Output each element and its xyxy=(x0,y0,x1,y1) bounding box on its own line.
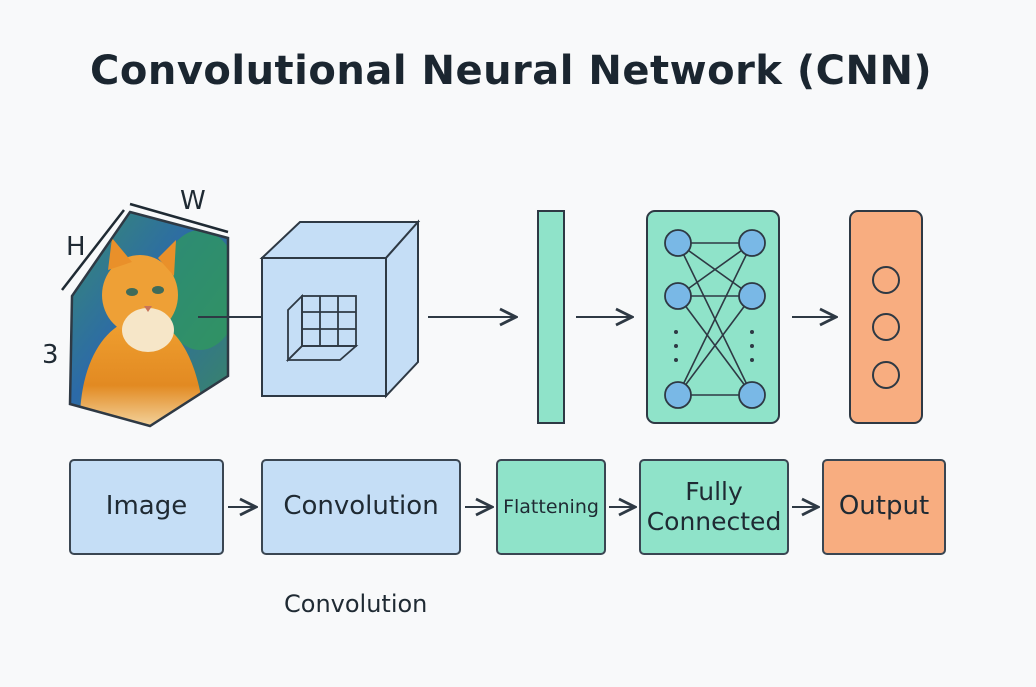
stage-convolution-box: Convolution xyxy=(261,459,461,555)
fc-ellipsis-dots xyxy=(674,330,754,362)
convolution-caption: Convolution xyxy=(284,590,428,618)
output-panel xyxy=(849,210,923,424)
conv-volume-front xyxy=(261,257,387,397)
fc-node-right-2 xyxy=(738,282,766,310)
fc-node-left-1 xyxy=(664,229,692,257)
diagram-title: Convolutional Neural Network (CNN) xyxy=(90,48,933,94)
height-label: H xyxy=(66,232,86,262)
fully-connected-panel xyxy=(646,210,780,424)
output-node-3 xyxy=(872,361,900,389)
channels-label: 3 xyxy=(42,340,59,370)
flatten-vector xyxy=(537,210,565,424)
fc-node-left-2 xyxy=(664,282,692,310)
kernel-grid xyxy=(285,293,359,363)
input-image-cat xyxy=(68,210,230,428)
height-dimension-line xyxy=(61,209,125,291)
output-node-1 xyxy=(872,266,900,294)
fc-connections xyxy=(677,242,753,396)
stage-image-box: Image xyxy=(69,459,224,555)
stage-fully-connected-box: Fully Connected xyxy=(639,459,789,555)
fc-node-right-1 xyxy=(738,229,766,257)
output-node-2 xyxy=(872,313,900,341)
width-label: W xyxy=(180,186,206,216)
conv-volume xyxy=(259,219,421,399)
width-dimension-line xyxy=(129,202,229,234)
stage-output-box: Output xyxy=(822,459,946,555)
fc-node-left-3 xyxy=(664,381,692,409)
stage-flattening-box: Flattening xyxy=(496,459,606,555)
fc-node-right-3 xyxy=(738,381,766,409)
